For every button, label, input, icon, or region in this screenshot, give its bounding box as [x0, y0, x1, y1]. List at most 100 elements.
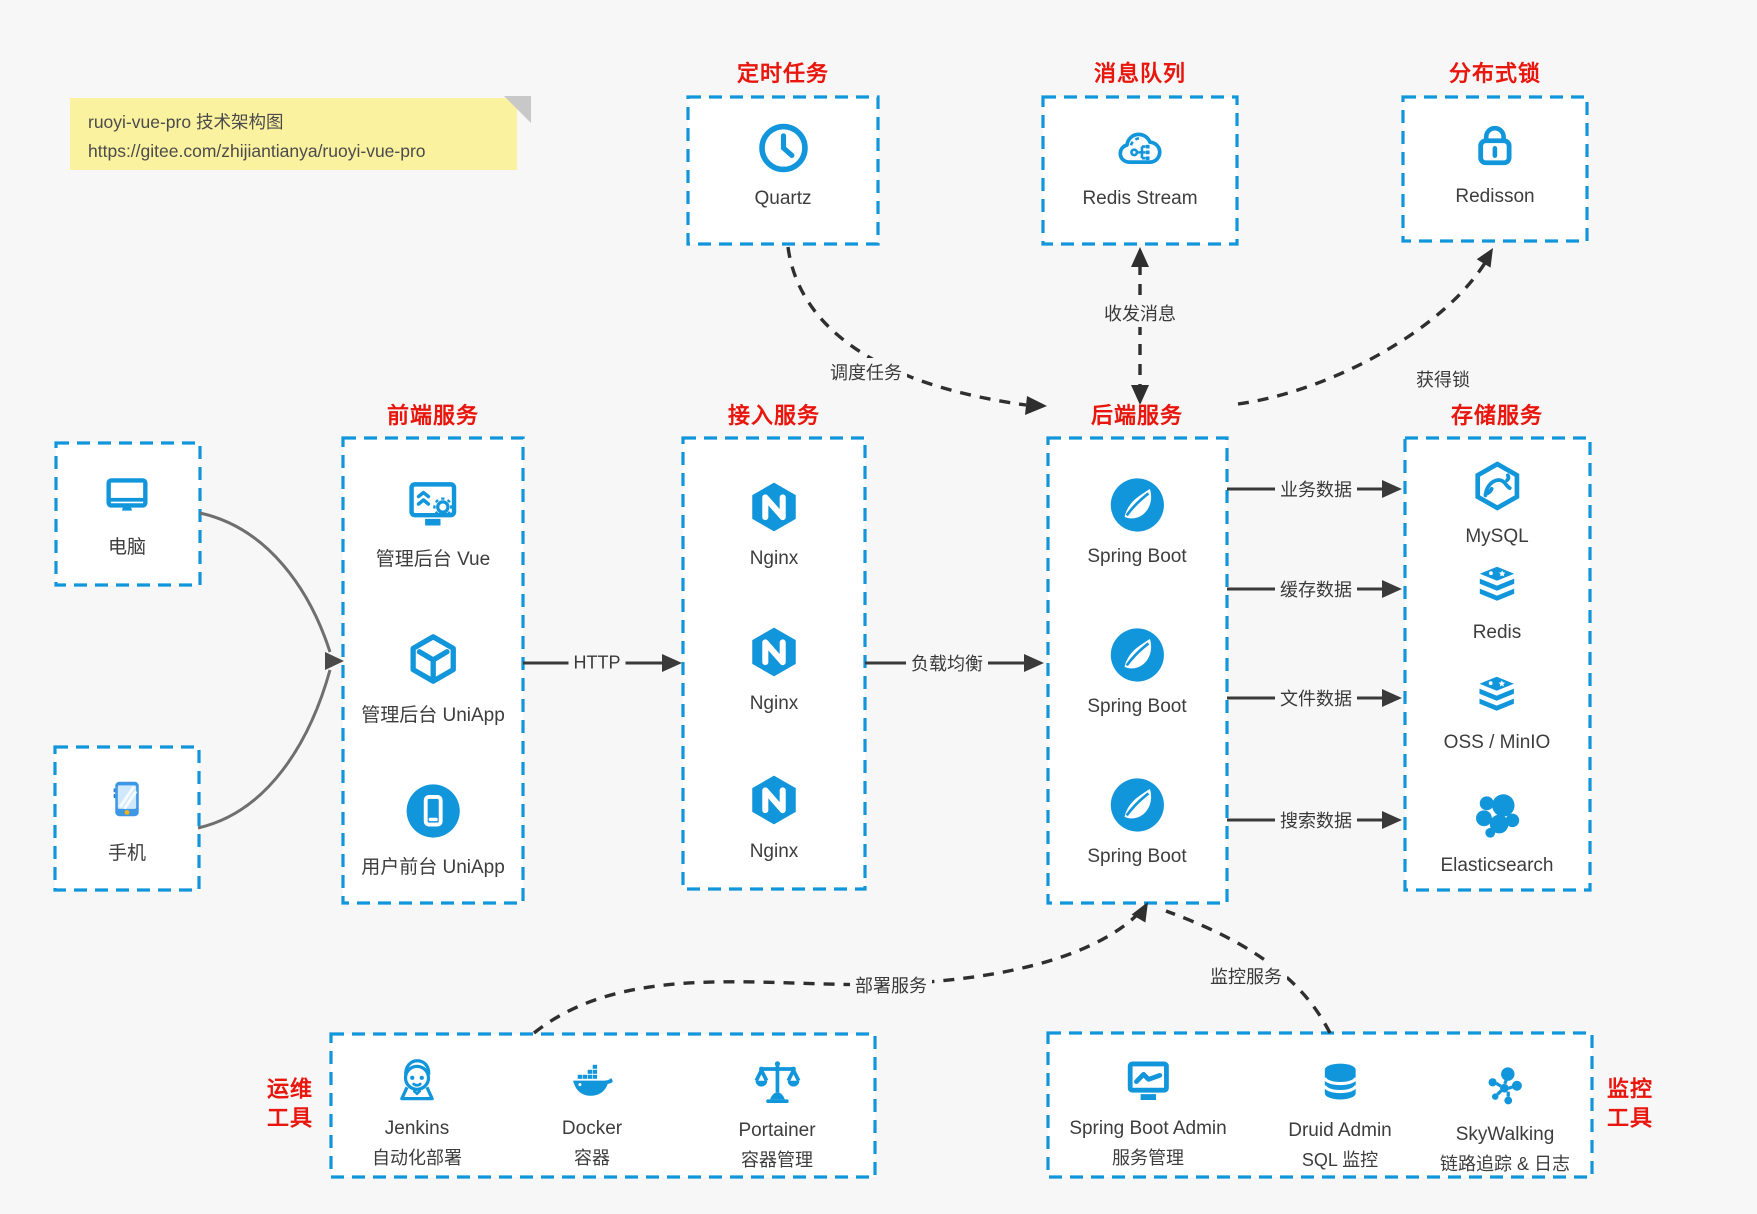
- cloud-stream-icon: [1109, 124, 1171, 181]
- node-admin-vue: 管理后台 Vue: [376, 476, 490, 571]
- node-redis: Redis: [1470, 562, 1524, 644]
- group-title-frontend: 前端服务: [386, 403, 480, 428]
- side-title-monitor-tools: 监控 工具: [1607, 1075, 1653, 1132]
- sticky-note: ruoyi-vue-pro 技术架构图 https://gitee.com/zh…: [70, 96, 531, 170]
- group-title-backend: 后端服务: [1090, 403, 1184, 428]
- node-label: Spring Boot: [1087, 546, 1187, 567]
- druid-icon: [1314, 1058, 1366, 1113]
- node-user-uniapp: 用户前台 UniApp: [361, 782, 505, 879]
- group-boxes: [53, 95, 1594, 1179]
- box-pc: [54, 441, 202, 587]
- node-spring-boot-1: Spring Boot: [1087, 476, 1187, 568]
- user-app-icon: [404, 782, 462, 845]
- node-nginx-2: Nginx: [745, 623, 803, 715]
- note-url: https://gitee.com/zhijiantianya/ruoyi-vu…: [88, 140, 426, 161]
- node-sublabel: 容器管理: [740, 1150, 813, 1170]
- node-label: Redis Stream: [1082, 188, 1198, 209]
- node-label: Nginx: [749, 841, 799, 862]
- node-skywalking: SkyWalking 链路追踪 & 日志: [1440, 1060, 1570, 1176]
- node-label: Quartz: [754, 188, 812, 209]
- edge-label-business-data: 业务数据: [1275, 475, 1357, 503]
- node-quartz: Quartz: [754, 120, 812, 210]
- edge-label-acquire-lock: 获得锁: [1411, 365, 1475, 393]
- node-label: Spring Boot: [1087, 846, 1187, 867]
- node-docker: Docker 容器: [562, 1058, 622, 1170]
- box-message-queue: [1041, 95, 1239, 246]
- node-label: OSS / MinIO: [1443, 732, 1551, 753]
- side-title-line: 监控: [1606, 1076, 1654, 1102]
- node-mysql: MySQL: [1465, 458, 1529, 548]
- edge-label-load-balance: 负载均衡: [906, 649, 988, 677]
- dashed-arrows: [532, 246, 1490, 1035]
- box-mobile: [53, 745, 201, 892]
- node-druid-admin: Druid Admin SQL 监控: [1288, 1058, 1392, 1172]
- node-sublabel: 容器: [574, 1148, 610, 1168]
- node-label: Redis: [1472, 622, 1522, 643]
- group-title-storage: 存储服务: [1450, 403, 1544, 428]
- node-label: Docker: [561, 1118, 623, 1139]
- side-title-ops-tools: 运维 工具: [267, 1075, 313, 1132]
- node-admin-uniapp: 管理后台 UniApp: [361, 630, 505, 727]
- node-elasticsearch: Elasticsearch: [1441, 787, 1554, 877]
- node-sublabel: SQL 监控: [1301, 1150, 1379, 1170]
- solid-arrowheads: [662, 480, 1402, 829]
- node-sublabel: 链路追踪 & 日志: [1439, 1154, 1571, 1174]
- node-label: SkyWalking: [1455, 1124, 1555, 1145]
- node-label: Elasticsearch: [1440, 855, 1554, 876]
- oss-icon: [1470, 672, 1524, 725]
- docker-icon: [564, 1058, 620, 1111]
- edge-label-schedule-task: 调度任务: [825, 358, 907, 386]
- node-sublabel: 服务管理: [1112, 1148, 1184, 1168]
- dashed-arrowheads: [1025, 247, 1493, 923]
- node-portainer: Portainer 容器管理: [738, 1056, 816, 1172]
- node-label: Nginx: [749, 693, 799, 714]
- edge-label-cache-data: 缓存数据: [1275, 575, 1357, 603]
- node-spring-boot-admin: Spring Boot Admin 服务管理: [1069, 1056, 1227, 1170]
- node-label: 用户前台 UniApp: [361, 857, 505, 878]
- node-nginx-3: Nginx: [745, 771, 803, 863]
- spring-boot-icon: [1108, 776, 1166, 839]
- node-label: Druid Admin: [1288, 1120, 1392, 1141]
- desktop-icon: [100, 470, 154, 525]
- node-label: 电脑: [107, 537, 146, 558]
- admin-vue-icon: [404, 476, 462, 537]
- spring-boot-icon: [1108, 476, 1166, 539]
- side-title-line: 运维: [266, 1076, 314, 1102]
- smartphone-icon: [105, 772, 149, 831]
- box-ops-tools: [329, 1032, 877, 1179]
- group-title-scheduled-task: 定时任务: [736, 61, 830, 86]
- edge-label-deploy-service: 部署服务: [850, 971, 932, 999]
- client-curves: [197, 511, 332, 830]
- edge-label-http: HTTP: [568, 651, 626, 675]
- edge-label-send-receive-message: 收发消息: [1099, 299, 1181, 327]
- elasticsearch-icon: [1469, 787, 1525, 848]
- side-title-line: 工具: [1606, 1105, 1654, 1130]
- node-spring-boot-2: Spring Boot: [1087, 626, 1187, 718]
- node-label: 管理后台 Vue: [375, 549, 491, 570]
- skywalking-icon: [1479, 1060, 1531, 1117]
- edge-label-file-data: 文件数据: [1275, 684, 1357, 712]
- edge-label-monitor-service: 监控服务: [1205, 962, 1287, 990]
- nginx-icon: [745, 771, 803, 834]
- edge-label-search-data: 搜索数据: [1275, 806, 1357, 834]
- redis-icon: [1470, 562, 1524, 615]
- box-monitor-tools: [1046, 1031, 1594, 1179]
- node-nginx-1: Nginx: [745, 478, 803, 570]
- box-redisson: [1401, 95, 1589, 243]
- node-label: 管理后台 UniApp: [361, 705, 505, 726]
- jenkins-icon: [391, 1054, 443, 1111]
- node-label: MySQL: [1465, 526, 1529, 547]
- node-label: Spring Boot: [1087, 696, 1187, 717]
- group-title-gateway: 接入服务: [727, 403, 821, 428]
- lock-icon: [1468, 119, 1523, 179]
- clock-icon: [755, 120, 811, 181]
- node-spring-boot-3: Spring Boot: [1087, 776, 1187, 868]
- node-redis-stream: Redis Stream: [1082, 124, 1198, 210]
- arrowhead-into-frontend: [325, 652, 344, 670]
- node-redisson: Redisson: [1455, 119, 1535, 208]
- node-mobile: 手机: [105, 772, 149, 865]
- note-title: ruoyi-vue-pro 技术架构图: [88, 112, 284, 132]
- node-pc: 电脑: [100, 470, 154, 559]
